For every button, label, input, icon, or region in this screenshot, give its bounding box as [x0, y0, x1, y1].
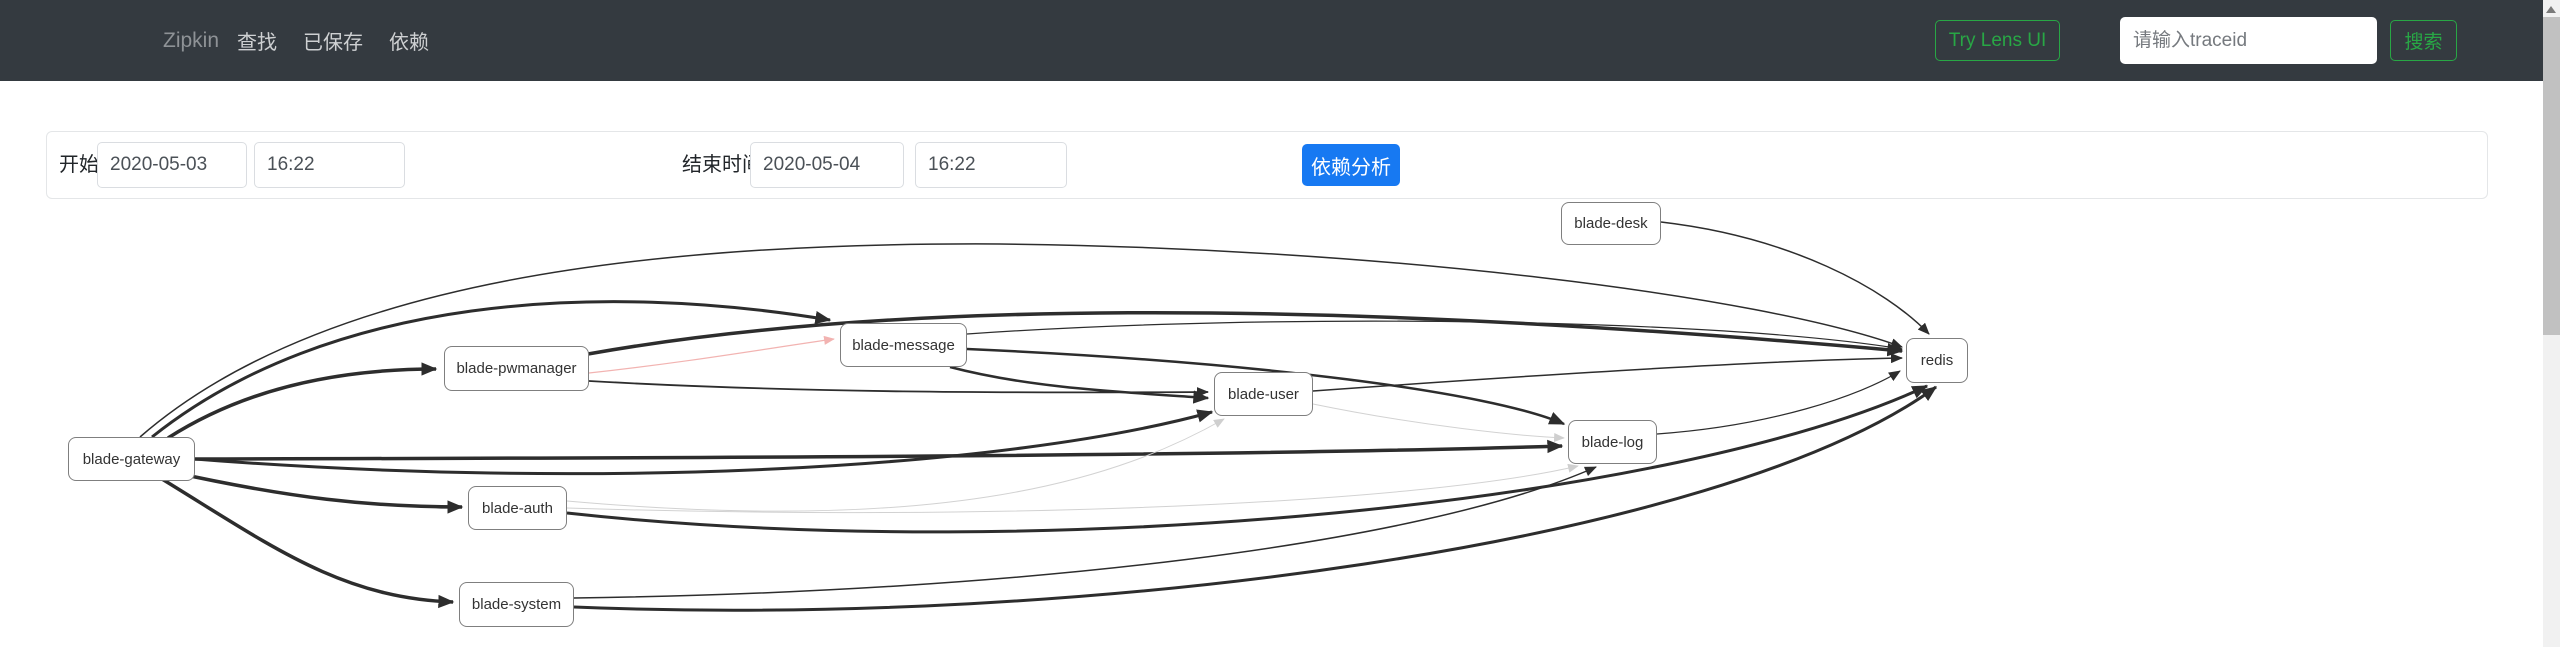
graph-edge-blade-log-redis — [1656, 370, 1901, 435]
graph-edge-blade-gateway-blade-pwmanager — [167, 362, 438, 440]
traceid-search-input[interactable] — [2120, 17, 2377, 64]
graph-edge-blade-user-blade-log — [1312, 403, 1565, 443]
nav-item-saved[interactable]: 已保存 — [303, 32, 363, 54]
graph-edge-blade-gateway-blade-user — [181, 409, 1214, 476]
graph-edge-blade-system-blade-log — [573, 466, 1597, 599]
nav-menu: 查找 已保存 依赖 — [237, 0, 429, 81]
graph-edge-blade-system-redis — [573, 385, 1938, 612]
graph-edge-blade-auth-redis — [566, 384, 1929, 534]
navbar: Zipkin 查找 已保存 依赖 Try Lens UI 搜索 — [0, 0, 2560, 81]
dependency-graph-edges — [139, 221, 1938, 612]
graph-node-blade-message[interactable]: blade-message — [840, 323, 967, 367]
graph-edge-blade-pwmanager-blade-message — [588, 335, 835, 374]
graph-edge-blade-auth-blade-log — [566, 463, 1579, 514]
graph-node-blade-gateway[interactable]: blade-gateway — [68, 437, 195, 481]
dependency-analyze-button[interactable]: 依赖分析 — [1302, 144, 1400, 186]
vertical-scrollbar[interactable] — [2543, 0, 2560, 647]
graph-node-blade-user[interactable]: blade-user — [1214, 372, 1313, 416]
graph-edge-blade-gateway-blade-system — [161, 477, 455, 609]
start-time-input[interactable] — [254, 142, 405, 188]
end-time-input[interactable] — [915, 142, 1067, 188]
end-time-label: 结束时间 — [682, 154, 762, 176]
graph-edge-blade-message-blade-user — [949, 365, 1210, 404]
graph-node-blade-auth[interactable]: blade-auth — [468, 486, 567, 530]
graph-edge-blade-message-blade-log — [966, 347, 1566, 426]
graph-edge-blade-message-redis — [966, 320, 1903, 353]
graph-node-blade-desk[interactable]: blade-desk — [1561, 202, 1661, 245]
nav-item-find[interactable]: 查找 — [237, 32, 277, 54]
date-range-toolbar: 开始时间 结束时间 依赖分析 — [46, 131, 2488, 199]
start-date-input[interactable] — [97, 142, 247, 188]
graph-edge-blade-desk-redis — [1660, 221, 1930, 335]
graph-edge-blade-user-redis — [1312, 353, 1903, 392]
graph-edge-blade-gateway-blade-log — [194, 439, 1564, 461]
end-date-input[interactable] — [750, 142, 904, 188]
try-lens-ui-button[interactable]: Try Lens UI — [1935, 20, 2060, 61]
search-button[interactable]: 搜索 — [2390, 20, 2457, 61]
brand-zipkin: Zipkin — [163, 29, 220, 52]
scrollbar-up-arrow-icon[interactable] — [2546, 6, 2556, 13]
graph-node-blade-log[interactable]: blade-log — [1568, 420, 1657, 464]
graph-node-redis[interactable]: redis — [1906, 338, 1968, 383]
nav-item-dependencies[interactable]: 依赖 — [389, 32, 429, 54]
graph-edge-blade-gateway-redis — [139, 243, 1903, 438]
graph-edge-blade-auth-blade-user — [566, 418, 1225, 512]
graph-node-blade-pwmanager[interactable]: blade-pwmanager — [444, 346, 589, 391]
graph-edge-blade-pwmanager-redis — [587, 310, 1904, 357]
graph-edge-blade-gateway-blade-auth — [171, 470, 464, 514]
scrollbar-thumb[interactable] — [2543, 17, 2560, 335]
graph-edge-blade-gateway-blade-message — [151, 300, 832, 439]
graph-node-blade-system[interactable]: blade-system — [459, 582, 574, 627]
